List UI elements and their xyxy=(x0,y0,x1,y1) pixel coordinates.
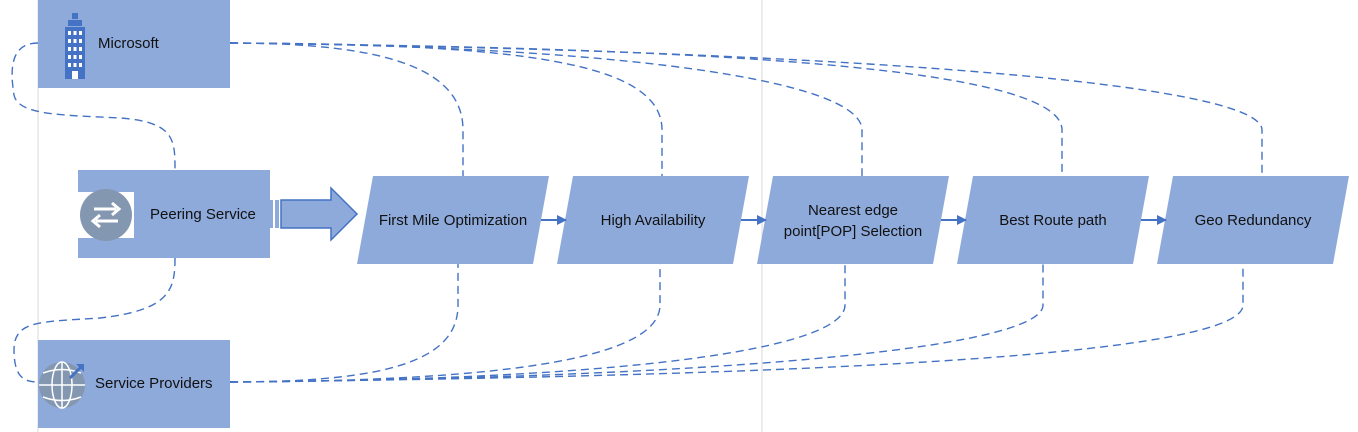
step-label-line1: Nearest edge xyxy=(808,202,898,219)
globe-icon xyxy=(39,361,85,409)
node-peering-service[interactable]: Peering Service xyxy=(78,170,270,258)
step-label: Geo Redundancy xyxy=(1195,212,1312,229)
node-microsoft[interactable]: Microsoft xyxy=(38,0,230,88)
office-building-icon xyxy=(65,13,85,79)
node-service-providers[interactable]: Service Providers xyxy=(38,340,230,428)
step-label-line2: point[POP] Selection xyxy=(784,223,922,240)
connector-peering-providers xyxy=(13,257,176,383)
step-label: High Availability xyxy=(601,212,706,229)
service-providers-label: Service Providers xyxy=(95,375,213,392)
connectors-providers-steps xyxy=(229,264,1244,383)
connectors-microsoft-steps xyxy=(229,42,1263,176)
microsoft-label: Microsoft xyxy=(98,35,160,52)
exchange-arrows-icon xyxy=(80,189,132,241)
step-geo-redundancy[interactable]: Geo Redundancy xyxy=(1157,176,1349,264)
step-best-route-path[interactable]: Best Route path xyxy=(957,176,1149,264)
flow-entry-arrow xyxy=(269,186,359,242)
peering-service-label: Peering Service xyxy=(150,206,256,223)
step-nearest-edge-pop-selection[interactable]: Nearest edge point[POP] Selection xyxy=(757,176,949,264)
step-label: Best Route path xyxy=(999,212,1107,229)
step-high-availability[interactable]: High Availability xyxy=(557,176,749,264)
step-label: First Mile Optimization xyxy=(379,212,527,229)
step-first-mile-optimization[interactable]: First Mile Optimization xyxy=(357,176,549,264)
